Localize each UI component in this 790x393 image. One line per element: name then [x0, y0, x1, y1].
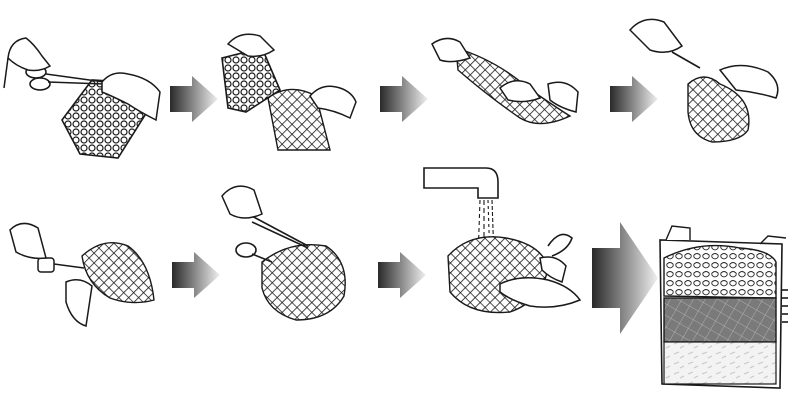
- arrow-6-to-7: [378, 252, 426, 298]
- step-3-gather-net: [432, 38, 578, 123]
- step-8-filter-chamber: [660, 226, 788, 388]
- gravel-media-layer: [664, 246, 776, 298]
- cord-lock-icon: [38, 258, 54, 272]
- side-vent: [782, 290, 788, 322]
- faucet-icon: [424, 168, 498, 198]
- step-2-pour-into-net: [222, 34, 356, 150]
- arrow-5-to-6: [172, 252, 220, 298]
- step-7-rinse: [424, 168, 580, 313]
- step-5-clip-cord: [10, 223, 154, 326]
- sponge-media-layer: [664, 298, 776, 342]
- ceramic-rings-layer: [664, 342, 776, 384]
- arrow-3-to-4: [610, 76, 658, 122]
- arrow-7-to-8: [592, 222, 658, 334]
- step-4-tie-net: [630, 19, 778, 142]
- scissors-icon: [248, 214, 308, 248]
- step-1-cut-bag: [4, 38, 160, 158]
- arrow-1-to-2: [170, 76, 218, 122]
- arrow-2-to-3: [380, 76, 428, 122]
- step-6-trim-cord: [222, 186, 345, 320]
